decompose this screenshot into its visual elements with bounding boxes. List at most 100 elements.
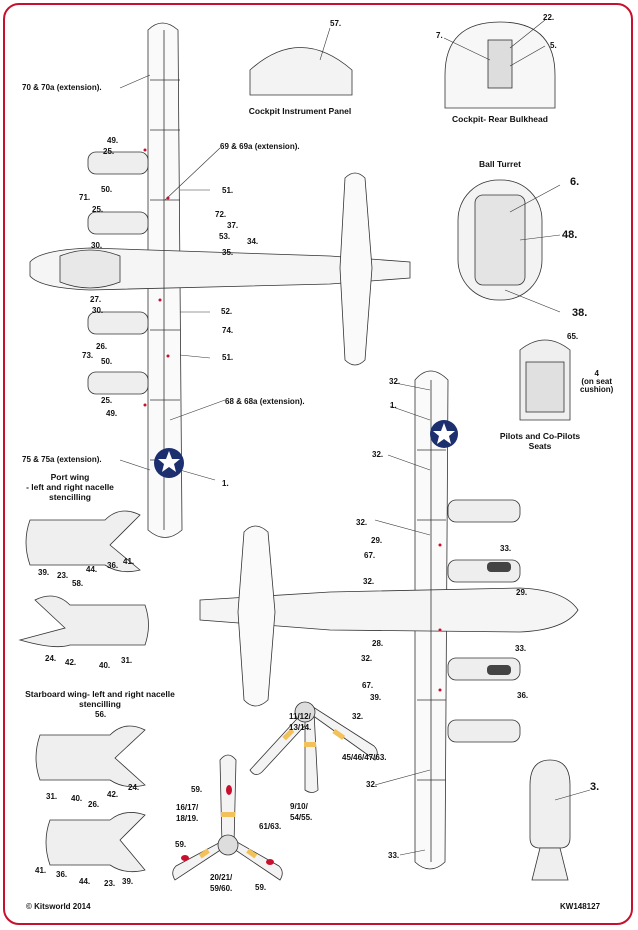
port-wing-title-line3: stencilling (48, 491, 92, 502)
callout: 29. (371, 536, 383, 545)
starboard-nacelle-lower (45, 812, 146, 873)
callout: 50. (101, 185, 113, 194)
port-nacelle-lower (18, 595, 149, 648)
callout: 5. (550, 41, 557, 50)
callout: 67. (364, 551, 376, 560)
callout: 59. (191, 785, 203, 794)
starboard-wing-title-line1: Starboard wing- left and right nacelle (25, 689, 175, 699)
callout: 42. (107, 790, 119, 799)
callout: 16/17/ (176, 803, 199, 812)
callout: 65. (567, 332, 579, 341)
callout: 71. (79, 193, 91, 202)
callout: 45/46/47/63. (342, 753, 387, 762)
propeller-left (172, 754, 283, 881)
callout: 23. (104, 879, 116, 888)
callout: 37. (227, 221, 239, 230)
top-aircraft-tailplane (339, 172, 373, 366)
callout: 39. (370, 693, 382, 702)
callout: 48. (562, 229, 578, 241)
callout: 75 & 75a (extension). (22, 455, 102, 464)
callout: 30. (91, 241, 103, 250)
insignia-bottom-aircraft (430, 420, 458, 448)
callout: 25. (103, 147, 115, 156)
nacelle (87, 151, 149, 175)
callout: 59. (255, 883, 267, 892)
callout: 73. (82, 351, 94, 360)
callout: 51. (222, 353, 234, 362)
cockpit-instrument-panel (249, 47, 353, 96)
callout: 40. (71, 794, 83, 803)
sheet-border (3, 3, 633, 925)
nacelle (87, 211, 149, 235)
starboard-wing-title: Starboard wing- left and right nacelle s… (5, 689, 195, 710)
port-wing-title-line2: - left and right nacelle (26, 481, 114, 492)
nacelle (87, 311, 149, 335)
callout: 56. (95, 710, 107, 719)
callout: 29. (516, 588, 528, 597)
callout: 30. (92, 306, 104, 315)
ball-turret-title: Ball Turret (479, 159, 521, 169)
callout: 39. (38, 568, 50, 577)
callout: 32. (352, 712, 364, 721)
callout: 1. (390, 401, 397, 410)
copyright: © Kitsworld 2014 (26, 902, 91, 911)
callout: 33. (500, 544, 512, 553)
callout: 13/14. (289, 723, 312, 732)
callout: 67. (362, 681, 374, 690)
callout: 24. (128, 783, 140, 792)
callout: 44. (86, 565, 98, 574)
callout: 32. (372, 450, 384, 459)
callout: 42. (65, 658, 77, 667)
callout: 69 & 69a (extension). (220, 142, 300, 151)
callout: 39. (122, 877, 134, 886)
port-wing-title-line1: Port wing (50, 472, 90, 482)
insignia-top-aircraft (154, 448, 184, 478)
sheet-code: KW148127 (560, 902, 601, 911)
callout: 58. (72, 579, 84, 588)
callout: 1. (222, 479, 229, 488)
callout: 7. (436, 31, 443, 40)
callout: 27. (90, 295, 102, 304)
callout: 32. (356, 518, 368, 527)
callout: 70 & 70a (extension). (22, 83, 102, 92)
callout: 35. (222, 248, 234, 257)
callout: 32. (361, 654, 373, 663)
callout: 50. (101, 357, 113, 366)
pilot-seats-title-line2: Seats (528, 440, 552, 451)
propeller-right (249, 701, 378, 793)
nacelle (87, 371, 149, 395)
callout: 32. (389, 377, 401, 386)
callout: 24. (45, 654, 57, 663)
callout: 49. (106, 409, 118, 418)
starboard-nacelle-upper (35, 725, 146, 788)
callout: 52. (221, 307, 233, 316)
callout: 61/63. (259, 822, 282, 831)
nacelle (447, 719, 521, 743)
starboard-wing-title-line2: stencilling (78, 698, 122, 709)
callout: 32. (363, 577, 375, 586)
pilot-seats-title-line1: Pilots and Co-Pilots (499, 431, 581, 441)
cockpit-panel-title: Cockpit Instrument Panel (248, 106, 352, 116)
callout: 74. (222, 326, 234, 335)
callout: 59/60. (210, 884, 233, 893)
callout: 11/12/ (289, 712, 311, 721)
bottom-aircraft-fuselage (199, 587, 579, 633)
callout: 25. (101, 396, 113, 405)
callout: 25. (92, 205, 104, 214)
callout: 26. (88, 800, 100, 809)
callout: 44. (79, 877, 91, 886)
callout: 28. (372, 639, 384, 648)
callout: 68 & 68a (extension). (225, 397, 305, 406)
callout: 18/19. (176, 814, 199, 823)
callout: 23. (57, 571, 69, 580)
bottom-aircraft-tailplane (237, 525, 276, 707)
bomb (529, 759, 571, 881)
callout: 9/10/ (290, 802, 308, 811)
callout: 41. (35, 866, 47, 875)
callout: 40. (99, 661, 111, 670)
callout: 3. (590, 781, 600, 793)
callout: 36. (107, 561, 119, 570)
top-aircraft-fuselage (29, 247, 411, 291)
callout-line: (on seat (581, 377, 612, 386)
rear-bulkhead-title: Cockpit- Rear Bulkhead (452, 114, 548, 124)
